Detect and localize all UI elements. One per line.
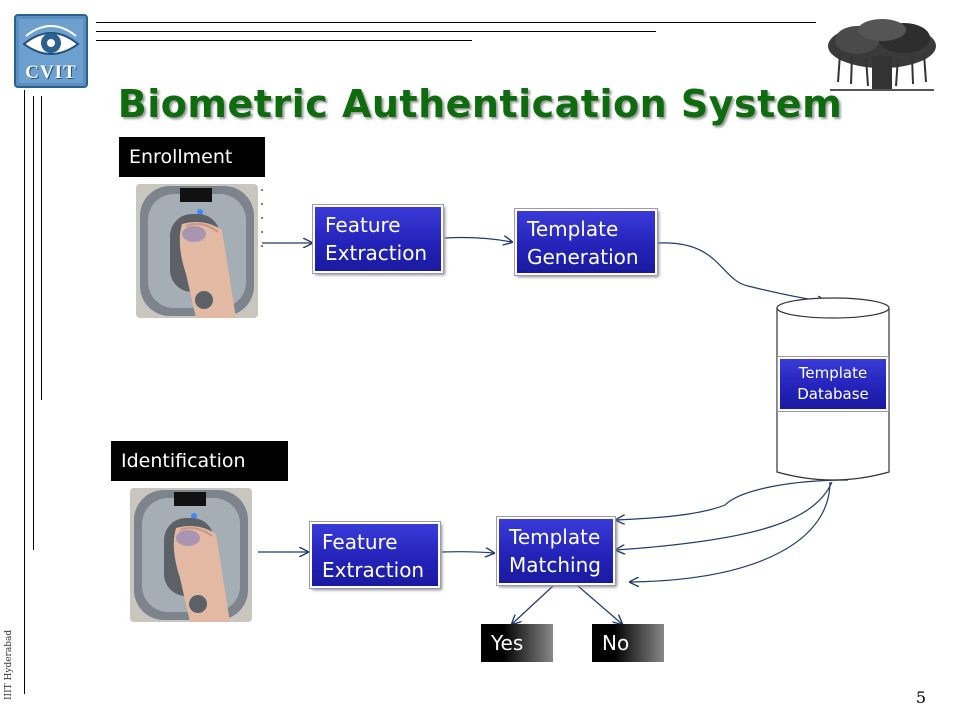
fingerprint-scanner-enrollment	[136, 184, 258, 318]
identification-label: Identification	[111, 441, 288, 481]
box-line: Template	[527, 217, 619, 241]
box-line: Extraction	[325, 241, 428, 265]
box-line: Extraction	[322, 558, 425, 582]
feature-extraction-box-identification: Feature Extraction	[309, 521, 441, 589]
page-number: 5	[915, 688, 926, 707]
box-line: Feature	[322, 530, 398, 554]
arrow-database-to-matching-3	[630, 481, 831, 582]
header-rule	[96, 22, 816, 23]
institution-side-text: IIIT Hyderabad	[4, 629, 14, 700]
arrow-database-to-matching-1	[616, 479, 849, 520]
arrow-database-to-matching-2	[616, 481, 833, 550]
arrow-matching-to-yes	[512, 585, 554, 624]
db-line: Database	[797, 385, 869, 403]
result-no: No	[592, 624, 664, 662]
header-rule	[96, 40, 472, 41]
box-line: Template	[509, 525, 601, 549]
result-yes: Yes	[481, 624, 553, 662]
box-line: Feature	[325, 213, 401, 237]
logo-text: CVIT	[25, 62, 77, 83]
side-rule	[24, 90, 25, 694]
box-line: Generation	[527, 245, 639, 269]
enrollment-label: Enrollment	[119, 137, 265, 177]
arrow-feature-to-matching	[441, 552, 494, 553]
arrow-feature-to-generation	[444, 238, 512, 243]
db-line: Template	[798, 364, 868, 382]
arrow-generation-to-database	[657, 242, 826, 302]
page-title: Biometric Authentication System	[117, 82, 843, 126]
side-rule	[41, 96, 42, 400]
arrow-matching-to-no	[577, 585, 622, 624]
cvit-logo: CVIT	[14, 14, 88, 88]
box-line: Matching	[509, 553, 601, 577]
fingerprint-scanner-identification	[130, 488, 252, 622]
side-rule	[33, 96, 34, 550]
template-database-label: Template Database	[777, 356, 889, 412]
template-generation-box: Template Generation	[514, 208, 658, 276]
header-rule	[96, 31, 656, 32]
feature-extraction-box-enrollment: Feature Extraction	[312, 204, 444, 274]
template-matching-box: Template Matching	[496, 516, 616, 586]
tree-logo	[822, 16, 942, 96]
